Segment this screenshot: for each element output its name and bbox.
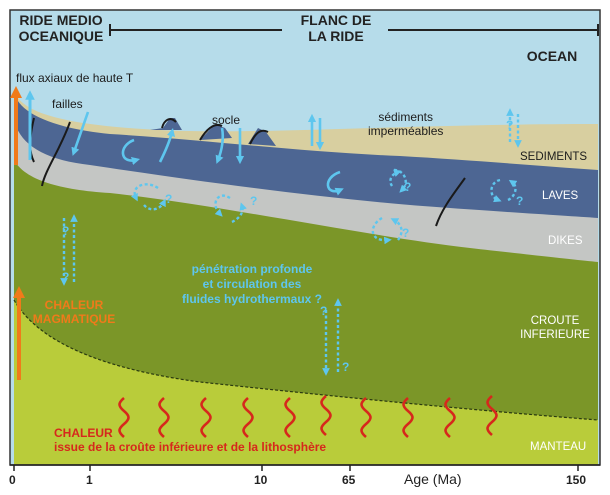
mantle-layer-label: MANTEAU — [530, 441, 587, 453]
question-mark: ? — [516, 194, 524, 208]
dikes-layer-label: DIKES — [548, 235, 583, 247]
magmatic-heat-line2: MAGMATIQUE — [32, 312, 116, 326]
uncertain-fluid-arrows — [60, 108, 522, 376]
axial-flux-label: flux axiaux de haute T — [16, 71, 134, 85]
impermeable-sediments-line2: imperméables — [368, 124, 444, 138]
deep-penetration-line2: et circulation des — [202, 277, 302, 291]
magmatic-heat-label: CHALEUR MAGMATIQUE — [24, 298, 124, 326]
faults-label: failles — [52, 97, 83, 111]
question-mark: ? — [165, 192, 173, 206]
age-tick-65: 65 — [342, 473, 356, 487]
lower-crust-line1: CROUTE — [530, 315, 580, 327]
age-axis-label: Age (Ma) — [404, 471, 462, 487]
age-tick-1: 1 — [86, 473, 93, 487]
flank-title-line2: LA RIDE — [308, 28, 364, 44]
heat-source-line2: issue de la croûte inférieure et de la l… — [54, 440, 327, 454]
age-tick-10: 10 — [254, 473, 268, 487]
impermeable-sediments-label: sédiments imperméables — [368, 110, 443, 138]
age-tick-150: 150 — [566, 473, 587, 487]
heat-source-label: CHALEUR issue de la croûte inférieure et… — [54, 426, 326, 454]
ridge-title-line2: OCEANIQUE — [18, 28, 104, 44]
lower-crust-layer-label: CROUTE INFERIEURE — [520, 314, 590, 342]
question-mark: ? — [342, 360, 350, 374]
age-axis — [10, 464, 600, 471]
age-tick-0: 0 — [9, 473, 16, 487]
deep-penetration-label: pénétration profonde et circulation des … — [164, 262, 340, 307]
flank-title-line1: FLANC DE — [300, 12, 372, 28]
sediments-layer-label: SEDIMENTS — [520, 151, 588, 163]
question-mark: ? — [404, 180, 412, 194]
deep-penetration-line1: pénétration profonde — [191, 262, 313, 276]
ridge-title-line1: RIDE MEDIO — [19, 12, 103, 28]
ridge-title: RIDE MEDIO OCEANIQUE — [14, 12, 108, 44]
lower-crust-line2: INFERIEURE — [520, 329, 590, 341]
question-mark: ? — [250, 194, 258, 208]
faults — [29, 117, 466, 227]
question-mark: ? — [506, 118, 514, 132]
question-mark: ? — [402, 226, 410, 240]
question-mark: ? — [320, 304, 328, 318]
fluid-arrows — [71, 111, 344, 196]
moho-dashed-line — [13, 299, 599, 421]
heat-wiggles — [118, 395, 498, 438]
question-mark: ? — [62, 270, 70, 284]
basement-label: socle — [212, 113, 241, 127]
impermeable-sediments-line1: sédiments — [378, 110, 434, 124]
heat-source-line1: CHALEUR — [54, 426, 113, 440]
deep-penetration-line3: fluides hydrothermaux ? — [181, 292, 323, 306]
question-mark: ? — [62, 224, 70, 238]
lavas-layer-label: LAVES — [542, 190, 579, 202]
ocean-title: OCEAN — [526, 48, 578, 64]
flank-title: FLANC DE LA RIDE — [288, 12, 384, 44]
magmatic-heat-line1: CHALEUR — [44, 298, 104, 312]
socle-bump-3 — [248, 128, 276, 146]
